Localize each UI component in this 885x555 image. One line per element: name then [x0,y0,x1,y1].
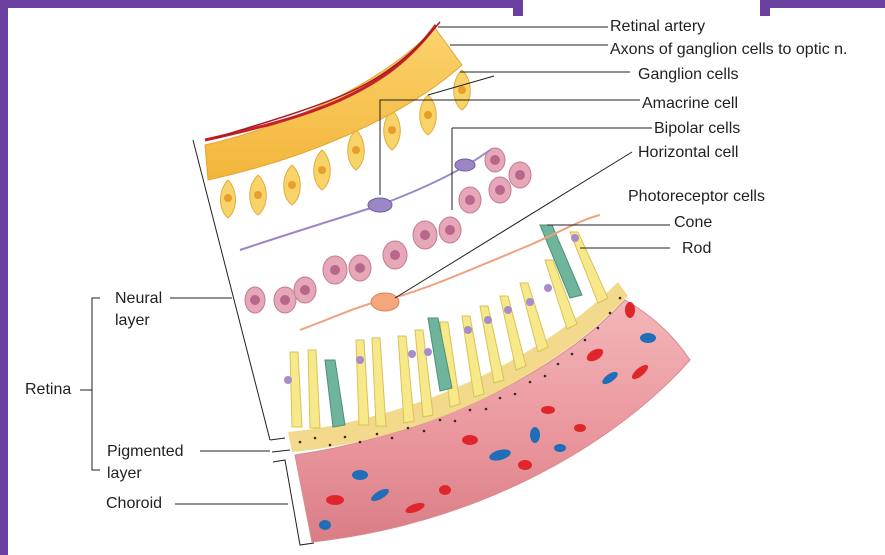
label-bipolar-cells: Bipolar cells [654,120,740,138]
label-pigmented-line2: layer [107,465,142,483]
horizontal-cell [371,293,399,311]
label-horizontal-cell: Horizontal cell [638,144,738,162]
label-choroid: Choroid [106,495,162,513]
label-neural-line1: Neural [115,290,162,308]
label-pigmented-line1: Pigmented [107,443,184,461]
label-retina: Retina [25,381,71,399]
label-photoreceptor-cells: Photoreceptor cells [628,188,765,206]
label-amacrine-cell: Amacrine cell [642,95,738,113]
label-cone: Cone [674,214,712,232]
label-ganglion-cells: Ganglion cells [638,66,739,84]
amacrine-cell [368,198,392,212]
label-rod: Rod [682,240,711,258]
label-neural-line2: layer [115,312,150,330]
amacrine-cell-2 [455,159,475,171]
label-axons: Axons of ganglion cells to optic n. [610,41,847,59]
label-retinal-artery: Retinal artery [610,18,705,36]
